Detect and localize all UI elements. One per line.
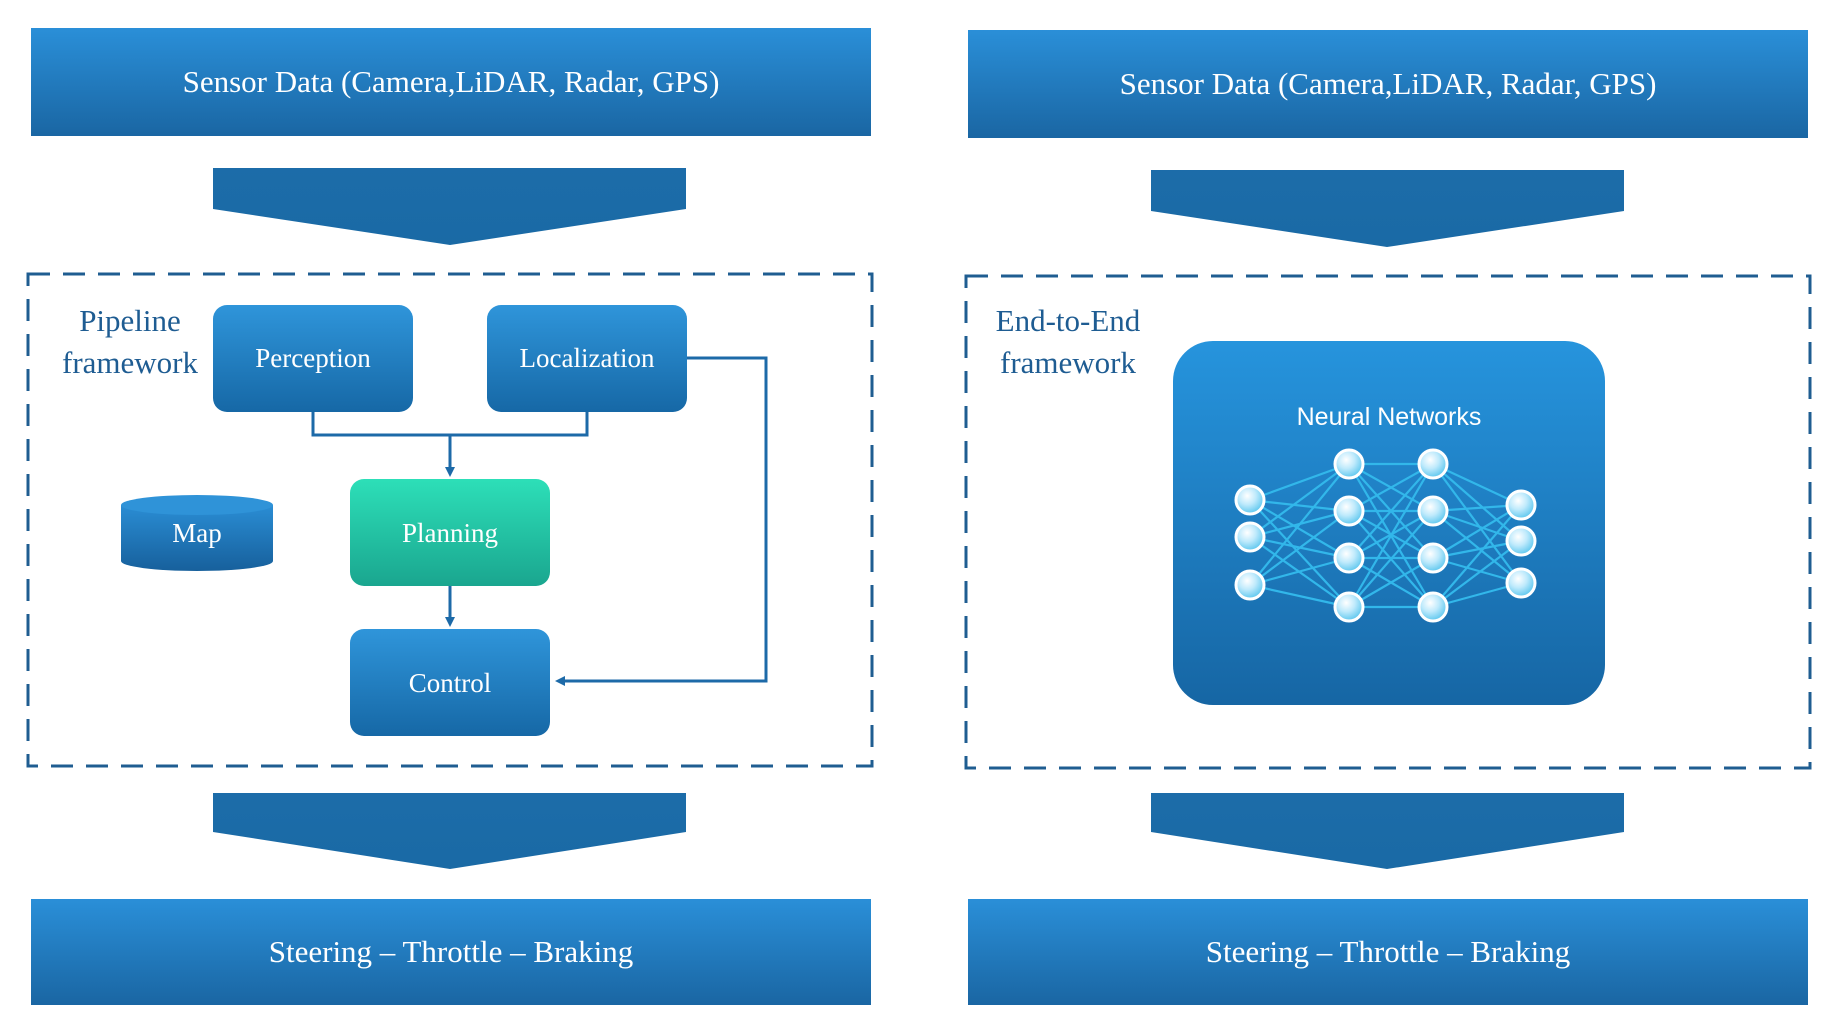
right-sensor-input-bar: Sensor Data (Camera,LiDAR, Radar, GPS) <box>968 30 1808 138</box>
network-edge <box>1432 504 1522 608</box>
right-sensor-input-label: Sensor Data (Camera,LiDAR, Radar, GPS) <box>1120 66 1657 101</box>
network-edge <box>1348 463 1434 559</box>
network-node <box>1505 489 1537 521</box>
end-to-end-framework-label-line2: framework <box>1000 345 1136 380</box>
network-node <box>1234 484 1266 516</box>
end-to-end-framework-frame <box>964 274 1812 770</box>
left-sensor-input-bar: Sensor Data (Camera,LiDAR, Radar, GPS) <box>31 28 871 136</box>
network-edge <box>1249 499 1350 608</box>
network-edge <box>1432 540 1522 608</box>
network-node <box>1333 591 1365 623</box>
network-node <box>1234 521 1266 553</box>
network-edge <box>1249 463 1350 586</box>
left-output-label: Steering – Throttle – Braking <box>269 934 633 969</box>
perception-localization-connector <box>311 412 589 437</box>
network-edge <box>1432 463 1522 506</box>
network-node <box>1505 525 1537 557</box>
left-output-bar: Steering – Throttle – Braking <box>31 899 871 1005</box>
network-edge <box>1249 462 1350 502</box>
network-node <box>1505 567 1537 599</box>
network-edge <box>1348 557 1434 608</box>
planning-label: Planning <box>402 518 498 548</box>
map-label: Map <box>172 518 222 548</box>
network-node <box>1417 542 1449 574</box>
control-module: Control <box>350 629 550 736</box>
network-edge <box>1432 463 1522 542</box>
network-node <box>1417 495 1449 527</box>
network-edge <box>1249 510 1350 586</box>
network-node <box>1417 448 1449 480</box>
network-edge <box>1432 510 1522 584</box>
pipeline-framework-label-line1: Pipeline <box>79 303 181 338</box>
network-edge <box>1249 556 1350 587</box>
localization-to-control-line <box>555 356 768 686</box>
left-input-flow-arrow <box>213 168 686 245</box>
right-panel: Sensor Data (Camera,LiDAR, Radar, GPS) E… <box>964 30 1812 1005</box>
network-node <box>1417 591 1449 623</box>
planning-module: Planning <box>350 479 550 586</box>
network-edge <box>1348 510 1434 608</box>
neural-network-edges <box>1249 462 1522 609</box>
pipeline-framework-label-line2: framework <box>62 345 198 380</box>
end-to-end-framework-label-line1: End-to-End <box>996 303 1141 338</box>
right-output-label: Steering – Throttle – Braking <box>1206 934 1570 969</box>
right-output-bar: Steering – Throttle – Braking <box>968 899 1808 1005</box>
localization-label: Localization <box>520 343 655 373</box>
network-edge <box>1249 583 1350 609</box>
perception-label: Perception <box>255 343 371 373</box>
pipeline-framework-frame <box>26 272 874 768</box>
perception-module: Perception <box>213 305 413 412</box>
network-node <box>1333 448 1365 480</box>
network-edge <box>1249 498 1350 513</box>
localization-module: Localization <box>487 305 687 412</box>
neural-network-label: Neural Networks <box>1297 403 1482 431</box>
network-edge <box>1249 499 1350 559</box>
neural-network-nodes <box>1234 448 1537 623</box>
neural-network-module: Neural Networks <box>1173 341 1605 705</box>
left-sensor-input-label: Sensor Data (Camera,LiDAR, Radar, GPS) <box>183 64 720 99</box>
network-edge <box>1432 463 1522 584</box>
left-panel: Sensor Data (Camera,LiDAR, Radar, GPS) P… <box>26 28 874 1005</box>
network-node <box>1234 569 1266 601</box>
control-label: Control <box>409 668 492 698</box>
network-edge <box>1432 504 1522 559</box>
right-input-flow-arrow <box>1151 170 1624 247</box>
left-output-flow-arrow <box>213 793 686 869</box>
network-node <box>1333 542 1365 574</box>
right-output-flow-arrow <box>1151 793 1624 869</box>
network-node <box>1333 495 1365 527</box>
network-edge <box>1348 463 1434 512</box>
network-edge <box>1249 463 1350 538</box>
map-database: Map <box>121 495 273 571</box>
network-edge <box>1348 463 1434 608</box>
